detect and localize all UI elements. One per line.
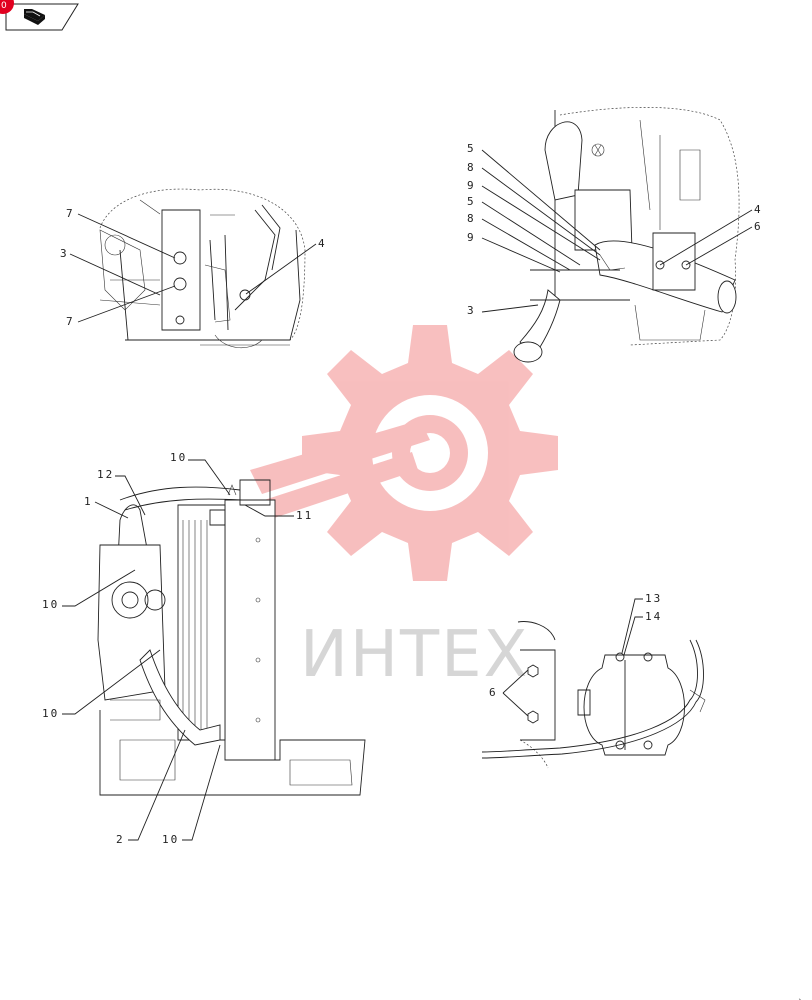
watermark-text: ИНТЕХ [300, 618, 529, 692]
callout-label: 10 [162, 833, 179, 846]
callout-label: 4 [754, 203, 763, 216]
callout-label: 7 [66, 315, 75, 328]
view-c-drawing [97, 479, 366, 796]
view-d-callouts: 13 14 6 [489, 592, 662, 717]
view-d-drawing [481, 621, 706, 769]
callout-label: 3 [60, 247, 69, 260]
svg-text:0: 0 [1, 1, 7, 11]
book-page-icon [24, 9, 45, 25]
view-b-callouts: 5 8 9 5 8 9 3 4 6 [467, 142, 763, 317]
callout-label: 13 [645, 592, 662, 605]
callout-label: 6 [489, 686, 498, 699]
callout-label: 5 [467, 195, 476, 208]
view-b-drawing [513, 107, 740, 363]
callout-label: 3 [467, 304, 476, 317]
callout-label: 7 [66, 207, 75, 220]
corner-mark: ˎ [798, 990, 803, 1000]
callout-label: 8 [467, 161, 476, 174]
view-c-callouts: 10 12 1 11 10 10 2 10 [42, 451, 313, 846]
callout-label: 10 [42, 598, 59, 611]
callout-label: 2 [116, 833, 125, 846]
callout-label: 1 [84, 495, 93, 508]
view-a-callouts: 7 3 7 4 [60, 207, 327, 328]
callout-label: 12 [97, 468, 114, 481]
callout-label: 11 [296, 509, 313, 522]
view-a-drawing [99, 188, 306, 348]
callout-label: 6 [754, 220, 763, 233]
callout-label: 14 [645, 610, 662, 623]
watermark-logo [250, 325, 558, 581]
callout-label: 9 [467, 179, 476, 192]
callout-label: 8 [467, 212, 476, 225]
callout-label: 5 [467, 142, 476, 155]
page-nav-tab[interactable] [5, 3, 79, 31]
callout-label: 9 [467, 231, 476, 244]
callout-label: 10 [170, 451, 187, 464]
notification-badge [0, 0, 14, 14]
callout-label: 10 [42, 707, 59, 720]
callout-label: 4 [318, 237, 327, 250]
